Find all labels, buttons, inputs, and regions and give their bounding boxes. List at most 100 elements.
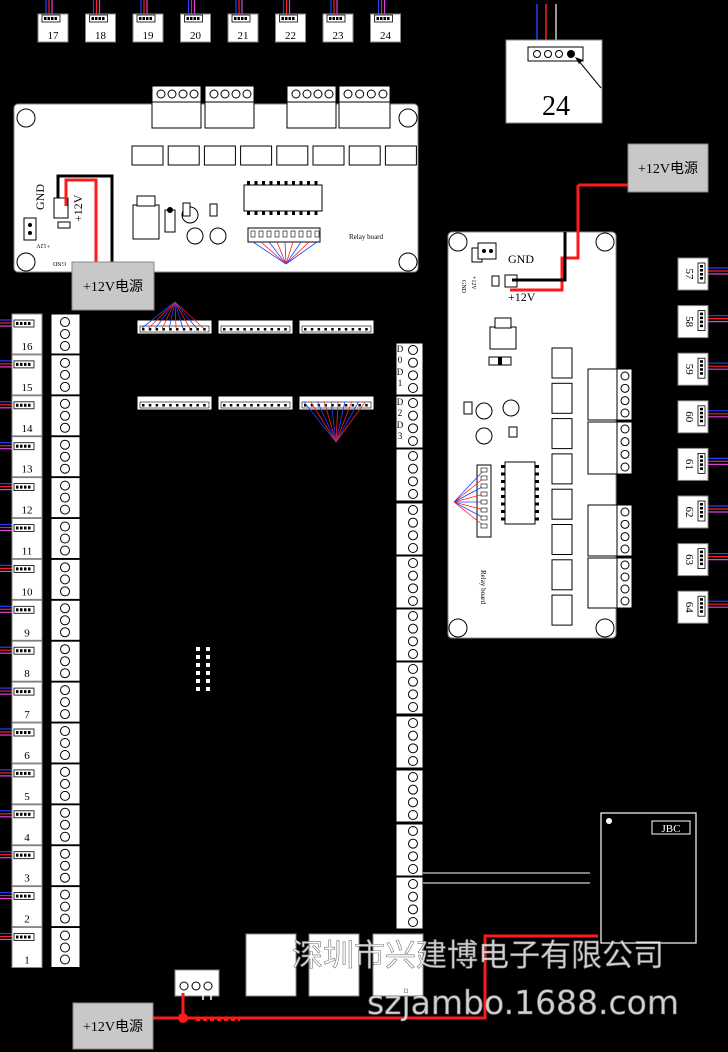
left-connector: 4 [0,804,43,846]
watermark-url: szjambo.1688.com [367,983,679,1022]
left-terminal-block [50,640,81,682]
top-connector: 22 [275,0,306,43]
top-connector: 17 [37,0,69,43]
left-connector: 5 [0,763,43,805]
left-connector: 7 [0,681,43,723]
power-supply-top: +12V电源 [71,261,155,311]
pin-header [196,647,210,691]
left-terminal-block [50,354,81,396]
left-connector: 10 [0,558,43,600]
center-terminal-block [395,823,424,877]
center-terminal-block [395,661,424,715]
pin [206,655,210,659]
left-connector-label: 15 [22,382,34,394]
right-connector: 58 [677,305,728,339]
right-connector-label: 62 [683,507,695,518]
left-connector: 15 [0,354,43,396]
left-connector: 12 [0,477,43,519]
left-terminal-block [50,599,81,641]
left-connector-label: 1 [24,955,30,967]
left-connector-label: 3 [24,873,30,885]
right-connector-label: 61 [683,459,695,470]
left-connector-label: 2 [24,914,30,926]
center-d-label: 1 [398,378,403,388]
left-terminal-block [50,722,81,764]
relay-board-label-top: Relay board [349,233,384,241]
left-connector-label: 12 [22,505,33,517]
right-connector-label: 63 [683,554,695,566]
center-terminal-block [395,395,424,449]
gnd-small-top: GND [52,260,66,266]
header-connector [136,319,213,335]
left-terminal-block [50,558,81,600]
relay-board-right: GND +12V GND +12V Relay board [447,231,633,639]
left-connector-label: 4 [24,832,30,844]
right-connector: 64 [677,590,728,624]
power-supply-right: +12V电源 [627,143,709,193]
left-connector-label: 13 [22,464,34,476]
left-terminal-block [50,845,81,887]
top-connector-label: 21 [238,30,249,42]
center-terminal-block [395,555,424,609]
top-connector-label: 19 [143,30,155,42]
pin [206,647,210,651]
left-connector: 2 [0,886,43,928]
right-connector-label: 60 [683,411,695,423]
top-connector: 24 [370,0,401,43]
center-terminal-block [395,448,424,502]
right-connector-label: 58 [683,316,695,328]
left-terminal-block [50,927,81,968]
relay-board-label-right: Relay board [479,570,487,605]
center-d-label: 2 [398,408,403,418]
left-connector: 1 [0,927,43,968]
top-connector-label: 17 [48,30,60,42]
power-wiring [56,174,638,1023]
pin [196,687,200,691]
pin [196,647,200,651]
v12-small-right: +12V [470,276,476,290]
gnd-small-right: GND [460,280,466,294]
right-connector: 62 [677,495,728,529]
power-supply-bottom: +12V电源 [72,1002,154,1050]
left-connector: 9 [0,599,43,641]
pin [196,679,200,683]
left-connector-label: 6 [24,750,30,762]
top-connector-label: 23 [333,30,345,42]
right-connector-label: 57 [683,269,695,281]
header-connector [298,319,375,335]
left-connector: 8 [0,640,43,682]
left-connector: 14 [0,395,43,437]
header-connectors [136,301,375,443]
center-d-label: D [397,397,404,407]
right-connector: 61 [677,447,728,481]
pin [206,687,210,691]
top-connector: 18 [85,0,116,43]
left-terminal-block [50,518,81,559]
left-connector-label: 8 [24,668,30,680]
left-terminal-block [50,313,81,355]
top-right-box-number: 24 [542,91,570,122]
right-connector: 63 [677,543,728,577]
left-connector: 16 [0,313,43,355]
pin [206,663,210,667]
header-connector [298,395,375,411]
pin [206,671,210,675]
bottom-terminal [174,969,220,997]
gnd-label-right: GND [508,252,534,266]
left-connector-label: 11 [22,546,33,558]
center-terminal-block [395,342,424,396]
watermark-company: 深圳市兴建博电子有限公司 [292,938,664,974]
v12-label-right: +12V [508,290,536,304]
header-connector [217,319,294,335]
left-terminal-block [50,436,81,478]
top-connector-label: 18 [95,30,107,42]
left-connector-label: 9 [24,627,30,639]
center-terminal-block [395,876,424,930]
center-d-label: D [397,344,404,354]
power-label-bottom: +12V电源 [83,1019,143,1035]
top-connector: 20 [180,0,211,43]
center-terminal-block [395,502,424,556]
